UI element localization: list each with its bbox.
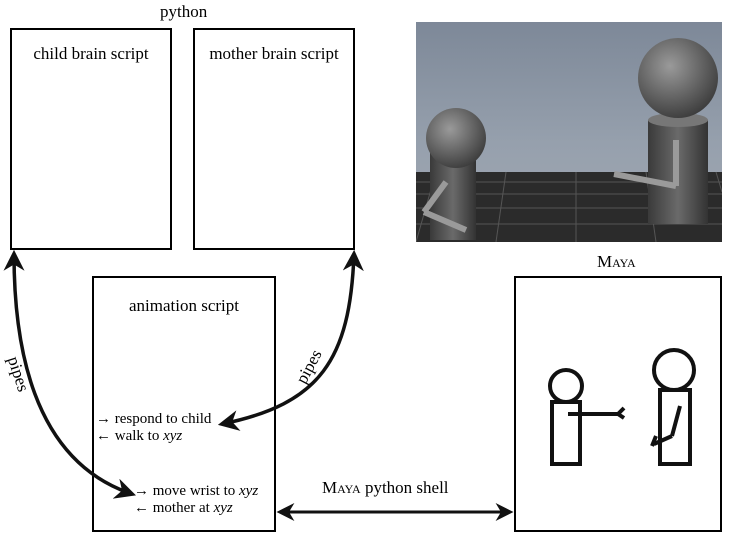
- viewport-render: [416, 38, 722, 242]
- right-pipe-arrow: [217, 249, 364, 431]
- shell-label-rest: python shell: [360, 478, 449, 497]
- viewport-mother-figure: [613, 38, 718, 224]
- maya-box: [514, 276, 722, 532]
- child-brain-script-box: child brain script: [10, 28, 172, 250]
- python-title: python: [160, 2, 208, 21]
- line-walk-var: xyz: [163, 428, 183, 444]
- line-move-var: xyz: [239, 483, 259, 499]
- line-move-wrist: → move wrist to xyz: [134, 483, 258, 500]
- line-move-text: → move wrist to: [134, 483, 239, 499]
- maya-python-shell-label: Maya python shell: [322, 478, 449, 498]
- line-mother-var: xyz: [213, 500, 233, 516]
- maya-title: Maya: [597, 252, 636, 271]
- animation-script-label: animation script: [128, 296, 239, 315]
- mother-stick-figure: [650, 348, 696, 466]
- child-stick-figure: [548, 368, 626, 466]
- line-mother-text: ← mother at: [134, 500, 214, 516]
- mother-brain-script-box: mother brain script: [193, 28, 355, 250]
- shell-label-maya: Maya: [322, 478, 361, 497]
- left-pipe-arrow: [3, 249, 136, 499]
- mother-brain-script-label: mother brain script: [209, 44, 339, 63]
- line-mother-at: ← mother at xyz: [134, 500, 233, 517]
- child-brain-script-label: child brain script: [33, 44, 149, 63]
- viewport-child-figure: [421, 108, 486, 240]
- maya-viewport: [416, 22, 722, 242]
- stick-figures: [548, 348, 696, 466]
